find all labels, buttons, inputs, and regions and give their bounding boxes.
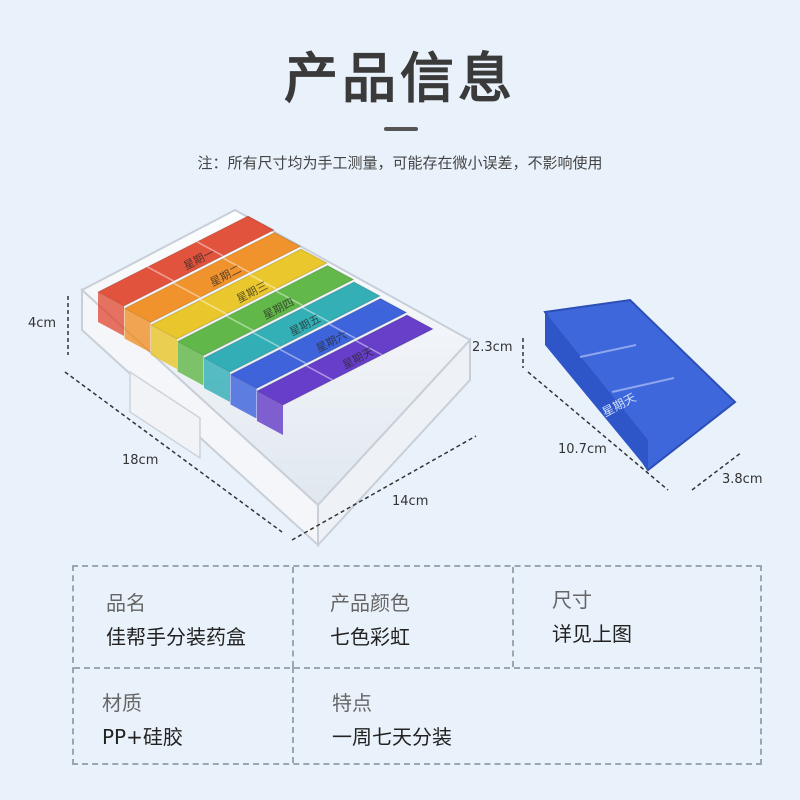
spec-label-material: 材质 — [102, 691, 142, 715]
single-day-box: 星期天 — [543, 298, 737, 472]
height-dimension: 4cm — [28, 316, 57, 331]
divider — [74, 667, 760, 669]
divider — [292, 667, 294, 763]
spec-label-feature: 特点 — [332, 691, 372, 715]
spec-value-size: 详见上图 — [552, 622, 632, 646]
compartment-row: 星期五 — [202, 281, 382, 402]
dimension-lines — [64, 296, 743, 541]
title-underline — [384, 127, 418, 131]
spec-value-material: PP+硅胶 — [102, 725, 183, 749]
compartment-row: 星期三 — [149, 248, 329, 369]
length-dimension: 18cm — [122, 453, 159, 468]
divider — [292, 567, 294, 667]
specs-table: 品名 佳帮手分装药盒 产品颜色 七色彩虹 尺寸 详见上图 材质 PP+硅胶 特点… — [72, 565, 762, 765]
compartment-row: 星期四 — [176, 264, 355, 386]
small-height-dimension: 2.3cm — [472, 340, 513, 355]
spec-label-color: 产品颜色 — [330, 591, 410, 615]
width-dimension: 14cm — [392, 494, 429, 509]
spec-value-feature: 一周七天分装 — [332, 725, 452, 749]
divider — [512, 567, 514, 667]
compartment-row: 星期二 — [123, 231, 302, 353]
spec-value-name: 佳帮手分装药盒 — [106, 625, 246, 649]
page-title: 产品信息 — [284, 47, 516, 110]
measurement-note: 注：所有尺寸均为手工测量，可能存在微小误差，不影响使用 — [197, 154, 603, 172]
spec-value-color: 七色彩虹 — [330, 625, 410, 649]
compartment-row: 星期天 — [255, 314, 435, 435]
small-length-dimension: 10.7cm — [558, 442, 607, 457]
small-width-dimension: 3.8cm — [722, 472, 763, 487]
spec-label-name: 品名 — [106, 591, 146, 615]
spec-label-size: 尺寸 — [552, 588, 592, 612]
